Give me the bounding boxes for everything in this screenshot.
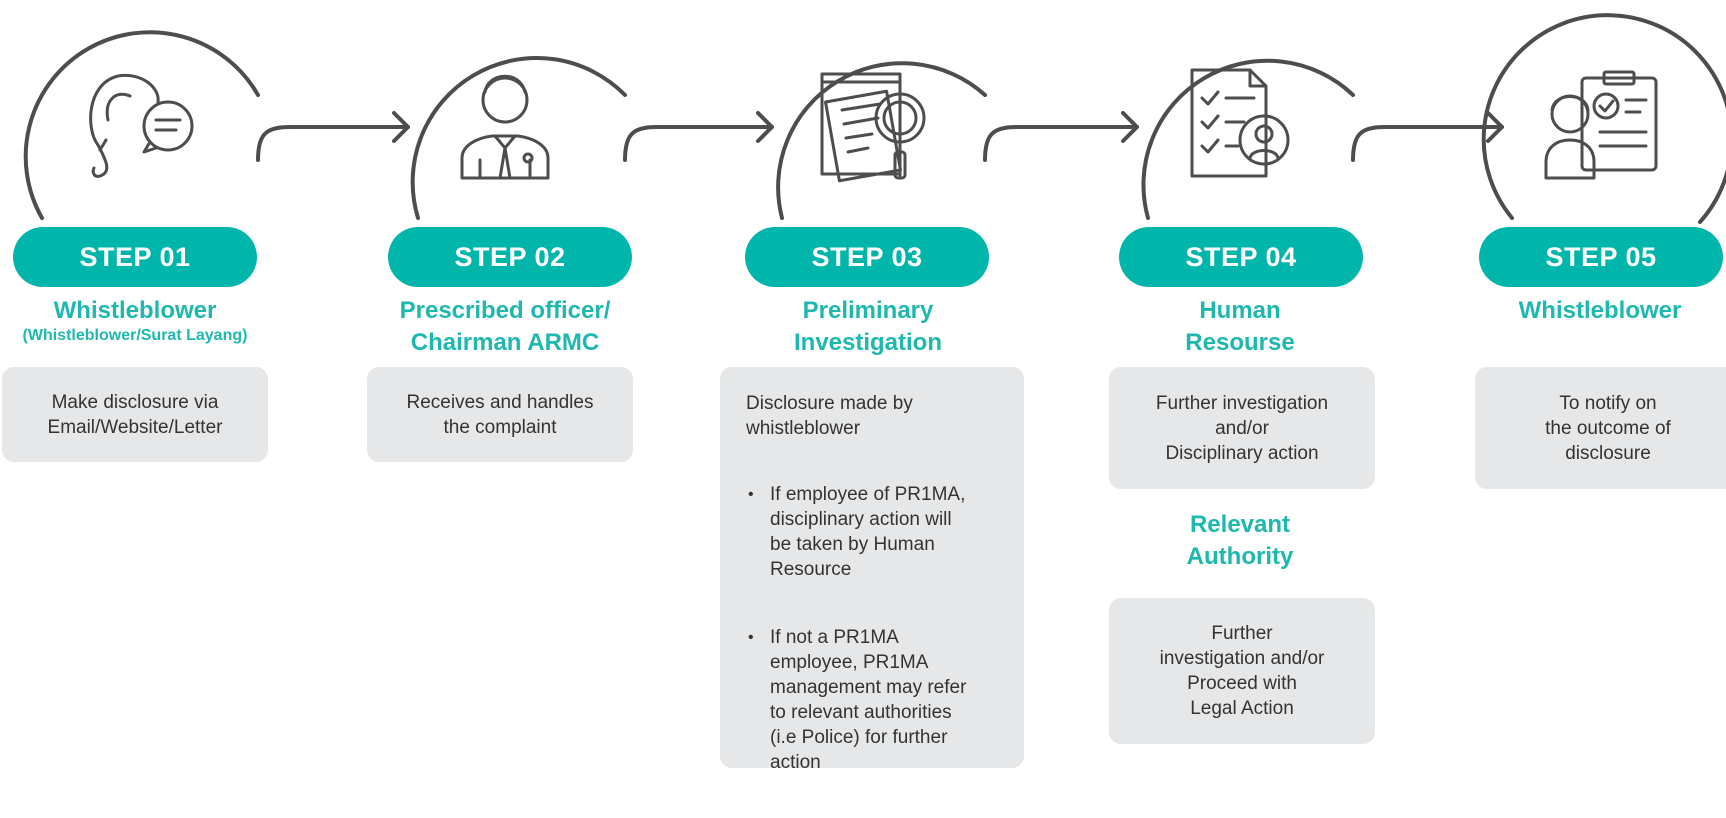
arrowhead-05 [1486,111,1504,143]
step-03-bullet-list: If employee of PR1MA, disciplinary actio… [746,457,1002,818]
connector-03-04 [983,125,1139,162]
step-04-title: Human Resourse [1185,297,1295,356]
arrowhead-04 [1121,111,1139,143]
step-05-title: Whistleblower [1518,297,1682,324]
step-02-badge: STEP 02 [388,227,632,287]
checklist-person-icon [1190,68,1290,178]
step-03-circle [776,61,987,220]
step-01-title: Whistleblower [53,297,217,324]
step-02-title: Prescribed officer/ Chairman ARMC [399,297,611,356]
step-05-badge: STEP 05 [1479,227,1723,287]
person-clipboard-icon [1544,70,1658,180]
process-flow-lines [23,13,1726,224]
step-04-description: Further investigation and/or Disciplinar… [1109,367,1375,489]
step-04-circle [1141,58,1355,220]
document-magnifier-icon [820,72,926,183]
step-03-title: Preliminary Investigation [793,297,943,356]
step-05-description: To notify on the outcome of disclosure [1475,367,1726,489]
step-03-intro: Disclosure made by whistleblower [746,393,913,439]
step-04-description-2: Further investigation and/or Proceed wit… [1109,598,1375,744]
ear-speech-icon [89,73,194,178]
step-01-circle [23,30,260,220]
step-05-circle [1481,13,1726,224]
connector-01-02 [256,125,410,162]
arrowhead-02 [392,111,410,143]
step-02-circle [410,56,627,220]
connector-04-05 [1351,125,1504,162]
arrowhead-03 [756,111,774,143]
step-04-title-2: Relevant Authority [1186,511,1294,570]
step-01-badge: STEP 01 [13,227,257,287]
step-03-bullet-2: If not a PR1MA employee, PR1MA managemen… [746,625,1002,775]
connector-02-03 [623,125,774,162]
step-01-description: Make disclosure via Email/Website/Letter [2,367,268,462]
step-03-badge: STEP 03 [745,227,989,287]
step-01-subtitle: (Whistleblower/Surat Layang) [22,327,248,344]
step-04-badge: STEP 04 [1119,227,1363,287]
step-02-description: Receives and handles the complaint [367,367,633,462]
step-03-description: Disclosure made by whistleblower If empl… [720,367,1024,773]
step-03-bullet-1: If employee of PR1MA, disciplinary actio… [746,482,1002,582]
officer-icon [460,74,550,180]
